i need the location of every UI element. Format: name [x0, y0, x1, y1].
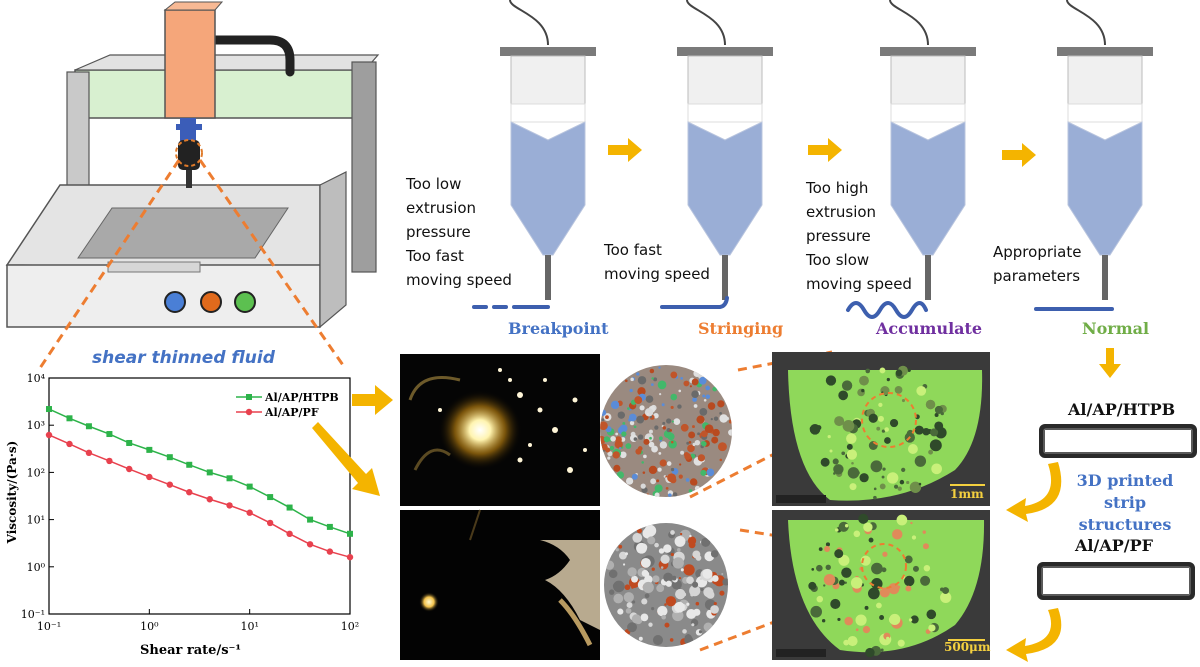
data-point: [286, 504, 293, 511]
data-point: [326, 523, 333, 530]
y-tick-label: 10⁰: [27, 561, 46, 574]
data-point: [106, 457, 113, 465]
data-point: [347, 530, 353, 537]
data-point: [226, 502, 233, 509]
printer-title: shear thinned fluid: [92, 348, 275, 368]
result-stringing: Stringing: [698, 319, 784, 338]
x-tick-label: 10²: [341, 620, 359, 633]
legend-label: Al/AP/PF: [264, 406, 319, 419]
syringe-2: [677, 0, 773, 300]
result-accumulate: Accumulate: [876, 319, 983, 338]
result-normal: Normal: [1082, 319, 1150, 338]
printed-strip-bottom: [1037, 562, 1195, 600]
product-label-pf: Al/AP/PF: [1075, 536, 1154, 555]
y-tick-label: 10²: [27, 466, 45, 479]
data-point: [286, 530, 293, 538]
data-point: [186, 489, 193, 496]
data-point: [206, 469, 213, 476]
legend-marker: [245, 408, 253, 416]
flow-arrows: [608, 138, 1121, 378]
data-point: [226, 475, 233, 482]
data-point: [266, 519, 274, 527]
data-point: [45, 431, 53, 439]
x-tick-label: 10⁻¹: [37, 620, 61, 633]
data-point: [146, 446, 153, 453]
combustion-photo-top: [400, 354, 600, 506]
data-point: [126, 465, 133, 473]
series-line-2: [48, 434, 351, 558]
data-point: [66, 415, 73, 422]
product-label-htpb: Al/AP/HTPB: [1068, 400, 1176, 419]
result-breakpoint: Breakpoint: [508, 319, 609, 338]
syringe-4: [1057, 0, 1153, 300]
syringe-3: [880, 0, 976, 300]
data-point: [206, 496, 213, 503]
printed-strip-top: [1039, 424, 1197, 458]
data-point: [146, 473, 153, 481]
chart-to-photo-arrows: [312, 385, 393, 496]
eds-map-top: [772, 352, 990, 506]
y-tick-label: 10⁴: [27, 372, 46, 385]
data-point: [246, 483, 253, 490]
data-point: [326, 548, 334, 555]
data-point: [307, 516, 314, 523]
eds-map-bottom: [772, 510, 990, 660]
y-tick-label: 10¹: [27, 514, 45, 527]
legend-label: Al/AP/HTPB: [264, 391, 339, 404]
extrusion-results: [472, 296, 1114, 319]
data-point: [66, 440, 73, 448]
chart-x-label: Shear rate/s⁻¹: [140, 643, 242, 658]
y-tick-label: 10³: [27, 419, 45, 432]
data-point: [126, 439, 133, 446]
data-point: [267, 494, 274, 501]
data-point: [166, 481, 174, 488]
curved-arrows: [1006, 462, 1062, 662]
x-tick-label: 10⁰: [140, 620, 159, 633]
syringe-row: [500, 0, 1153, 300]
sem-circle-bottom: [604, 523, 728, 647]
data-point: [85, 449, 93, 457]
sem-scale-top: 1mm: [950, 487, 984, 501]
legend-marker: [246, 394, 252, 400]
series-line-1: [48, 408, 351, 535]
data-point: [166, 454, 173, 461]
data-point: [106, 431, 113, 438]
chart-y-label: Viscosity/(Pa·s): [5, 440, 19, 544]
data-point: [346, 553, 354, 561]
sem-circle-top: [600, 365, 732, 497]
y-tick-label: 10⁻¹: [21, 608, 45, 621]
data-point: [46, 406, 52, 413]
data-point: [246, 509, 253, 516]
viscosity-chart: 10⁻¹ 10⁰ 10¹ 10² 10⁻¹ 10⁰ 10¹ 10² 10³ 10⁴ Al/AP/H…: [21, 372, 359, 633]
syringe-1: [500, 0, 596, 300]
data-point: [186, 461, 193, 468]
data-point: [306, 541, 314, 548]
x-tick-label: 10¹: [240, 620, 258, 633]
data-point: [85, 423, 92, 430]
combustion-photo-bottom: [400, 509, 600, 660]
sem-scale-bottom: 500μm: [944, 640, 991, 654]
3d-printer-illustration: [5, 1, 380, 329]
